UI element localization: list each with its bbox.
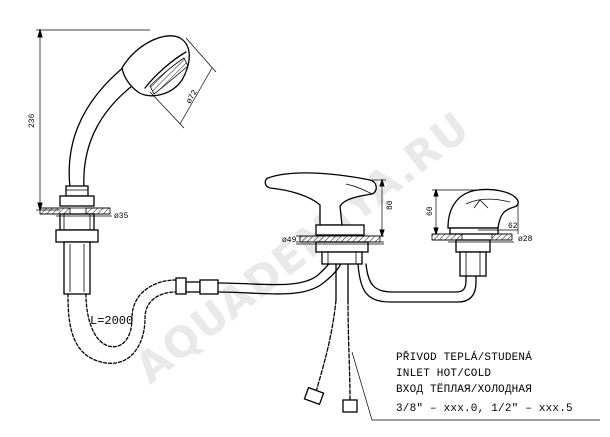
label-spout-height: 80 — [386, 200, 395, 210]
inlet-note-line-3: ВХОД ТЁПЛАЯ/ХОЛОДНАЯ — [396, 383, 532, 396]
hand-shower — [39, 35, 190, 295]
label-head-diameter: ø72 — [185, 88, 200, 105]
spout-mixer — [264, 172, 477, 413]
inlet-note-line-4: 3/8" – xxx.0, 1/2" – xxx.5 — [396, 403, 573, 415]
diverter-valve — [431, 188, 519, 277]
label-lever-height: 60 — [426, 206, 435, 216]
label-lever-length: 62 — [508, 222, 518, 231]
label-hose-length: L=2000 — [90, 314, 133, 328]
label-spout-base: ø49 — [282, 236, 297, 245]
label-shower-height: 236 — [28, 113, 37, 128]
dimension-lines — [36, 28, 600, 421]
inlet-note-line-2: INLET HOT/COLD — [396, 368, 491, 380]
label-lever-base: ø28 — [518, 235, 533, 244]
watermark: AQUADEMIYA.RU — [126, 102, 479, 393]
inlet-note: PŘIVOD TEPLÁ/STUDENÁ INLET HOT/COLD ВХОД… — [396, 350, 573, 415]
label-shower-base: ø35 — [114, 212, 129, 221]
inlet-note-line-1: PŘIVOD TEPLÁ/STUDENÁ — [396, 350, 532, 364]
